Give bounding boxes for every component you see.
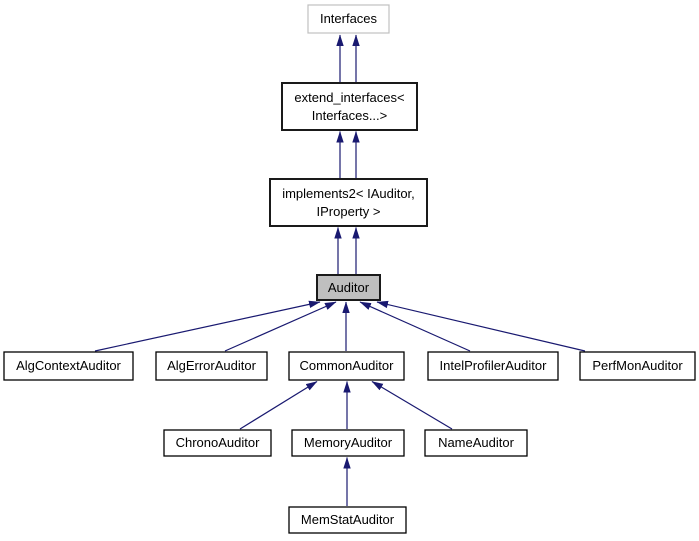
node-alg-context-auditor-label: AlgContextAuditor [16, 358, 121, 373]
node-mem-stat-auditor-box[interactable] [288, 506, 407, 534]
node-alg-context-auditor-box[interactable] [3, 351, 134, 381]
edge-chrono-auditor-to-common-auditor [239, 380, 318, 430]
node-mem-stat-auditor-label: MemStatAuditor [301, 512, 395, 527]
node-chrono-auditor-label: ChronoAuditor [176, 435, 260, 450]
node-perf-mon-auditor-label: PerfMonAuditor [592, 358, 683, 373]
edge-alg-context-auditor-to-auditor [94, 300, 321, 352]
node-chrono-auditor-box[interactable] [163, 429, 272, 457]
node-interfaces-label: Interfaces [320, 11, 378, 26]
node-perf-mon-auditor-box[interactable] [579, 351, 696, 381]
node-intel-profiler-auditor-label: IntelProfilerAuditor [440, 358, 548, 373]
node-name-auditor-box[interactable] [424, 429, 528, 457]
node-name-auditor-label: NameAuditor [438, 435, 515, 450]
node-intel-profiler-auditor-box[interactable] [427, 351, 559, 381]
node-extend-interfaces[interactable]: extend_interfaces< Interfaces...> [281, 82, 418, 131]
node-memory-auditor[interactable]: MemoryAuditor [291, 429, 405, 457]
edge-name-auditor-to-common-auditor [371, 380, 453, 430]
edge-intel-profiler-auditor-to-auditor [359, 301, 471, 352]
node-auditor-box [316, 274, 381, 301]
node-auditor-label: Auditor [328, 280, 370, 295]
node-implements2[interactable]: implements2< IAuditor, IProperty > [269, 178, 428, 227]
node-auditor: Auditor [316, 274, 381, 301]
node-extend-interfaces-box[interactable] [281, 82, 418, 131]
node-memory-auditor-label: MemoryAuditor [304, 435, 393, 450]
node-layer: Interfaces extend_interfaces< Interfaces… [3, 4, 696, 534]
node-perf-mon-auditor[interactable]: PerfMonAuditor [579, 351, 696, 381]
node-alg-context-auditor[interactable]: AlgContextAuditor [3, 351, 134, 381]
node-interfaces: Interfaces [307, 4, 390, 34]
node-name-auditor[interactable]: NameAuditor [424, 429, 528, 457]
node-chrono-auditor[interactable]: ChronoAuditor [163, 429, 272, 457]
node-common-auditor-box[interactable] [288, 351, 405, 381]
node-extend-interfaces-label-line1: extend_interfaces< [294, 90, 404, 105]
node-alg-error-auditor[interactable]: AlgErrorAuditor [155, 351, 268, 381]
edge-layer [94, 34, 586, 506]
edge-alg-error-auditor-to-auditor [224, 301, 337, 352]
node-alg-error-auditor-label: AlgErrorAuditor [167, 358, 257, 373]
node-alg-error-auditor-box[interactable] [155, 351, 268, 381]
node-common-auditor[interactable]: CommonAuditor [288, 351, 405, 381]
node-implements2-label-line1: implements2< IAuditor, [282, 186, 415, 201]
node-memory-auditor-box[interactable] [291, 429, 405, 457]
node-mem-stat-auditor[interactable]: MemStatAuditor [288, 506, 407, 534]
edge-perf-mon-auditor-to-auditor [376, 300, 586, 352]
node-implements2-label-line2: IProperty > [317, 204, 381, 219]
node-intel-profiler-auditor[interactable]: IntelProfilerAuditor [427, 351, 559, 381]
node-interfaces-box [307, 4, 390, 34]
node-common-auditor-label: CommonAuditor [300, 358, 395, 373]
node-implements2-box[interactable] [269, 178, 428, 227]
node-extend-interfaces-label-line2: Interfaces...> [312, 108, 388, 123]
